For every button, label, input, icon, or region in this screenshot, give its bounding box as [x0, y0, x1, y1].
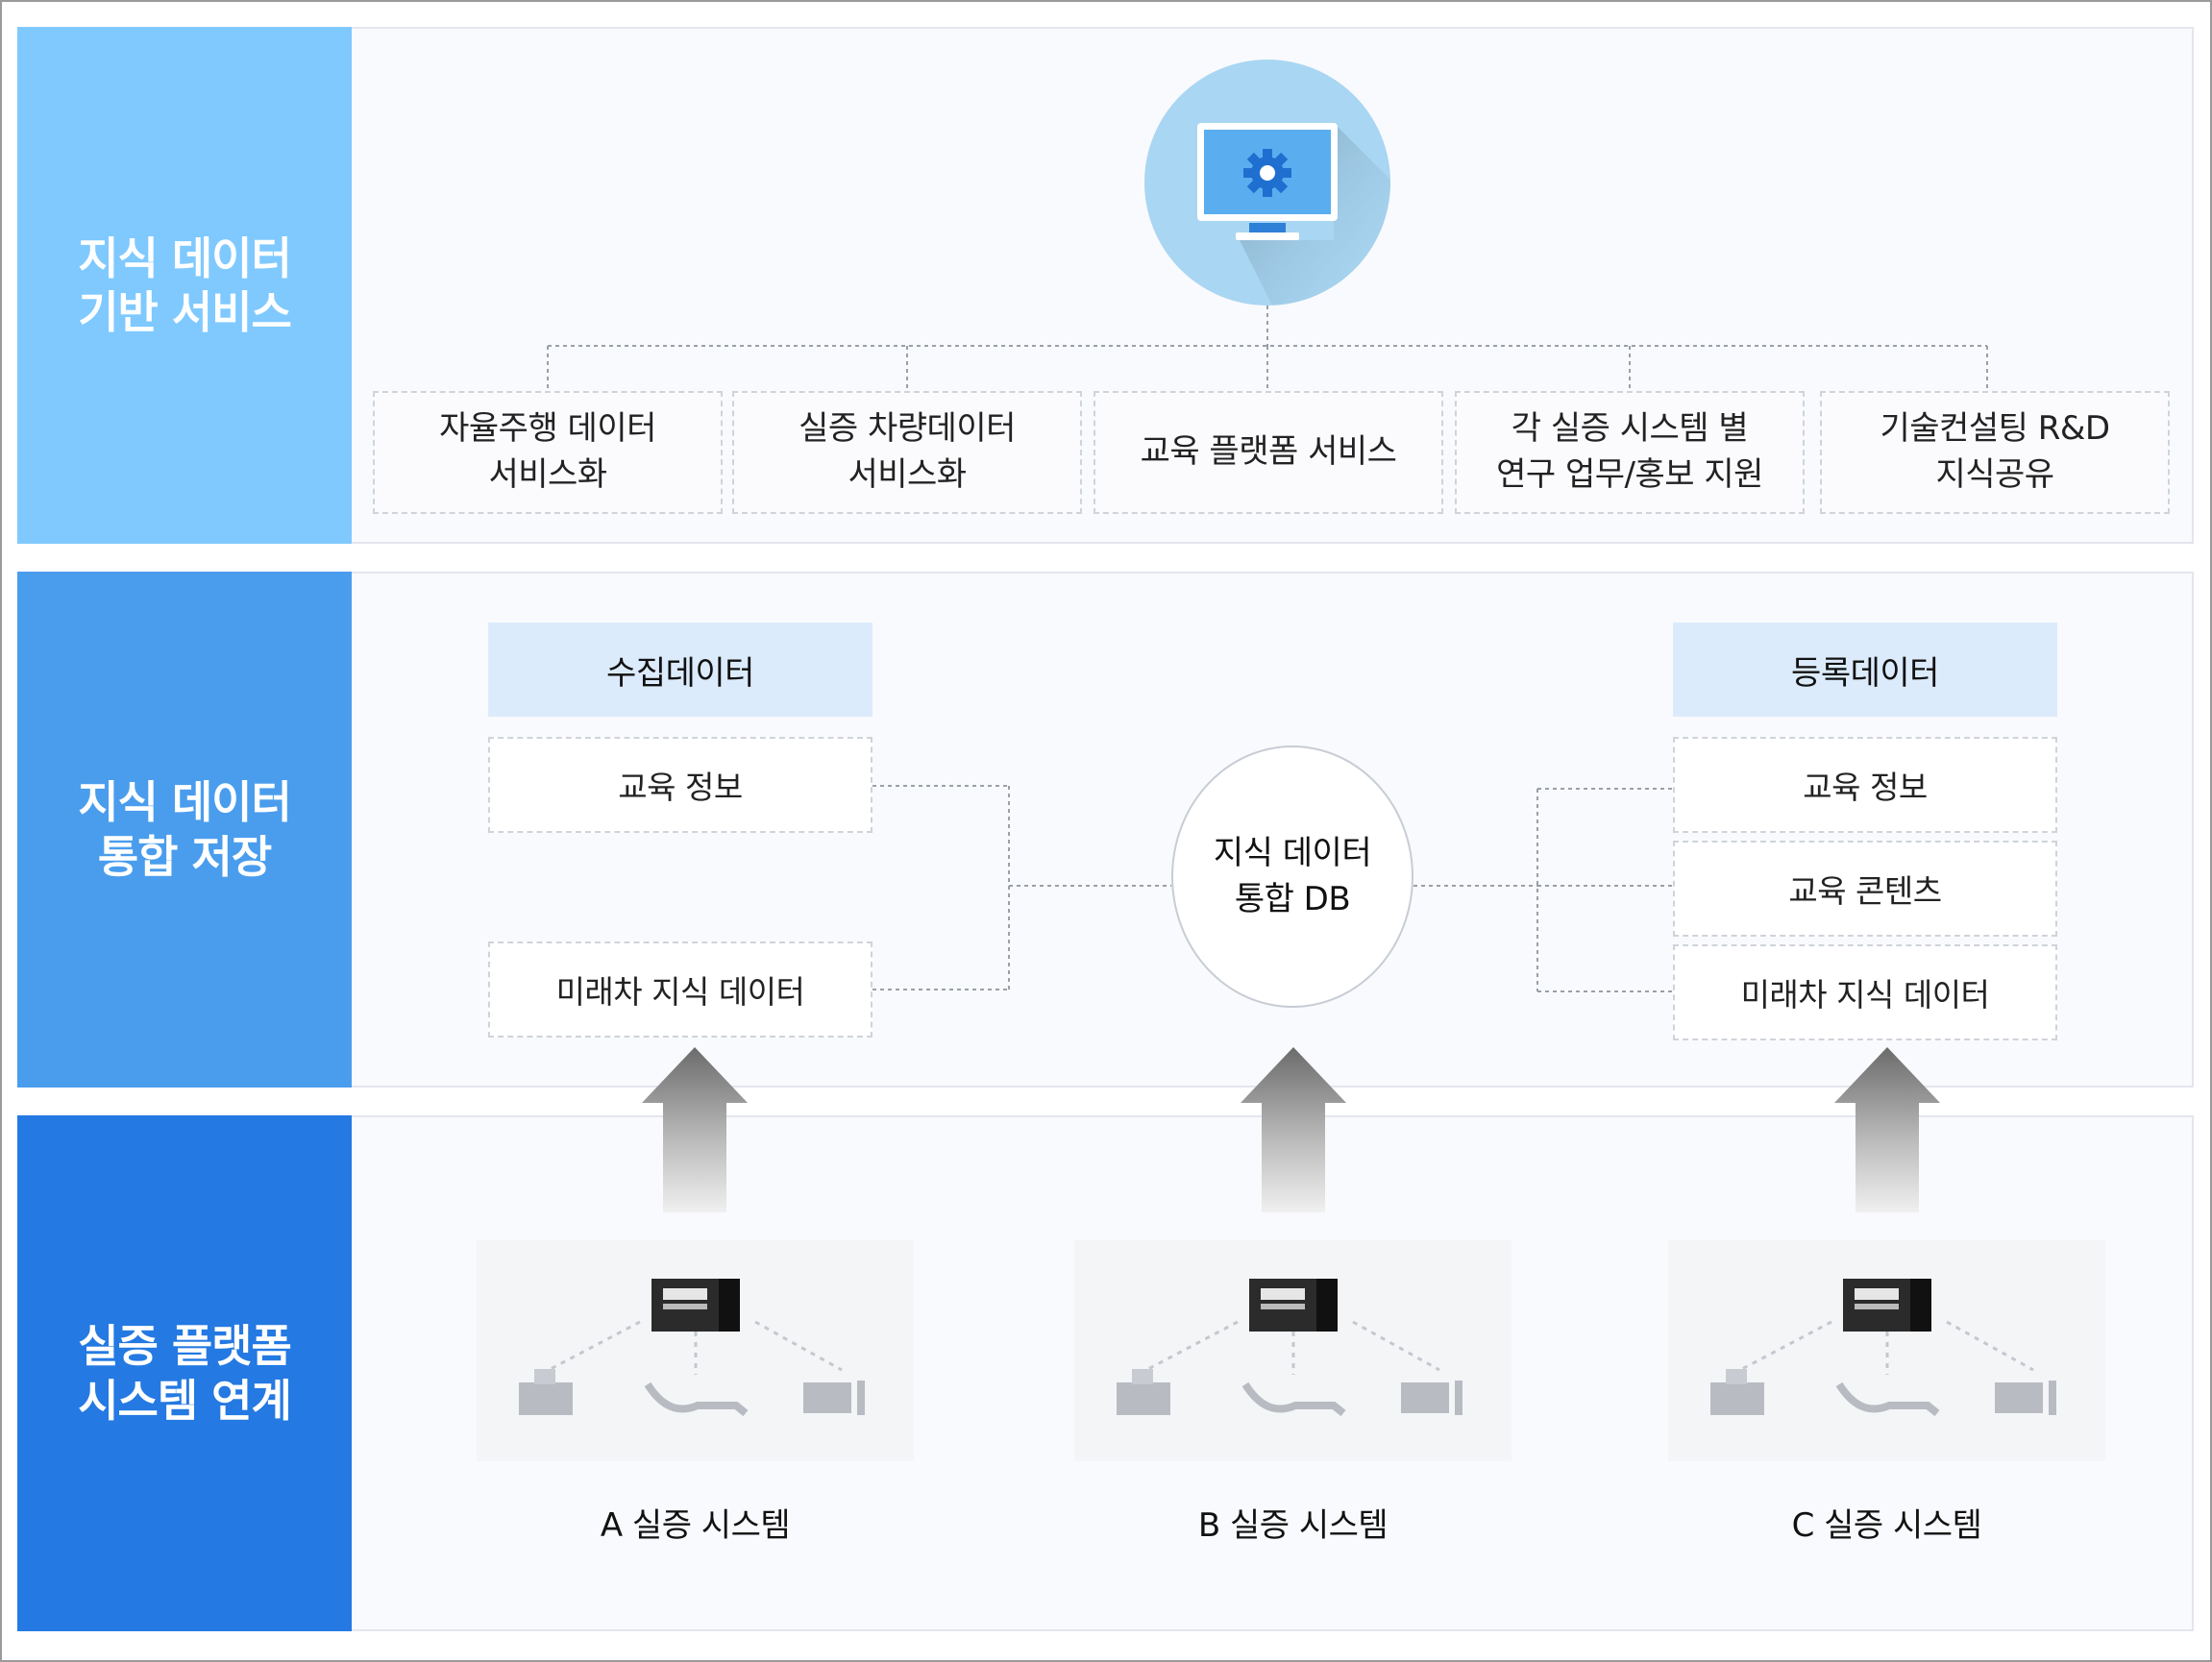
collected-data-header: 수집데이터: [488, 623, 873, 717]
service-line: 서비스화: [488, 455, 607, 494]
service-line: 연구 업무/홍보 지원: [1496, 455, 1763, 494]
service-box-vehicle-data: 실증 차량데이터 서비스화: [732, 391, 1082, 514]
collected-item-future-car-knowledge: 미래차 지식 데이터: [488, 941, 873, 1038]
monitor-gear-icon: [1144, 60, 1390, 306]
row-label-storage: 지식 데이터 통합 저장: [17, 572, 352, 1088]
registered-item-education-info: 교육 정보: [1673, 737, 2057, 833]
system-network-icon: [477, 1240, 914, 1461]
registered-item-future-car-knowledge: 미래차 지식 데이터: [1673, 944, 2057, 1040]
system-network-icon: [1074, 1240, 1512, 1461]
system-network-icon: [1668, 1240, 2105, 1461]
service-line: 각 실증 시스템 별: [1511, 409, 1749, 449]
row-label-line: 지식 데이터: [78, 776, 292, 829]
registered-data-header: 등록데이터: [1673, 623, 2057, 717]
service-line: 실증 차량데이터: [799, 409, 1016, 449]
system-label-b: B 실증 시스템: [1197, 1506, 1389, 1545]
row-label-line: 기반 서비스: [78, 286, 292, 338]
system-label-a: A 실증 시스템: [600, 1506, 791, 1545]
collected-item-education-info: 교육 정보: [488, 737, 873, 833]
service-box-education-platform: 교육 플랫폼 서비스: [1094, 391, 1443, 514]
db-line: 지식 데이터: [1213, 833, 1372, 872]
service-line: 서비스화: [848, 455, 967, 494]
db-line: 통합 DB: [1234, 879, 1351, 918]
system-label-c: C 실증 시스템: [1791, 1506, 1982, 1545]
service-line: 교육 플랫폼 서비스: [1140, 432, 1397, 472]
service-line: 지식공유: [1935, 455, 2054, 494]
row-label-line: 시스템 연계: [78, 1374, 292, 1427]
row-label-line: 통합 저장: [97, 830, 272, 883]
service-line: 자율주행 데이터: [439, 409, 656, 449]
registered-item-education-content: 교육 콘텐츠: [1673, 841, 2057, 937]
service-tree-lines: [547, 306, 1988, 391]
row-label-linkage: 실증 플랫폼 시스템 연계: [17, 1115, 352, 1631]
upload-arrow-c: [1834, 1047, 1940, 1212]
db-link-lines: [873, 785, 1673, 992]
row-label-services: 지식 데이터 기반 서비스: [17, 27, 352, 544]
row-label-line: 실증 플랫폼: [78, 1320, 292, 1373]
row-label-line: 지식 데이터: [78, 232, 292, 284]
integrated-db-node: 지식 데이터 통합 DB: [1171, 745, 1413, 1008]
service-box-autonomous-data: 자율주행 데이터 서비스화: [373, 391, 723, 514]
upload-arrow-b: [1241, 1047, 1346, 1212]
service-box-research-support: 각 실증 시스템 별 연구 업무/홍보 지원: [1455, 391, 1805, 514]
upload-arrow-a: [642, 1047, 748, 1212]
service-box-consulting-rnd: 기술컨설팅 R&D 지식공유: [1820, 391, 2170, 514]
service-line: 기술컨설팅 R&D: [1880, 409, 2110, 449]
